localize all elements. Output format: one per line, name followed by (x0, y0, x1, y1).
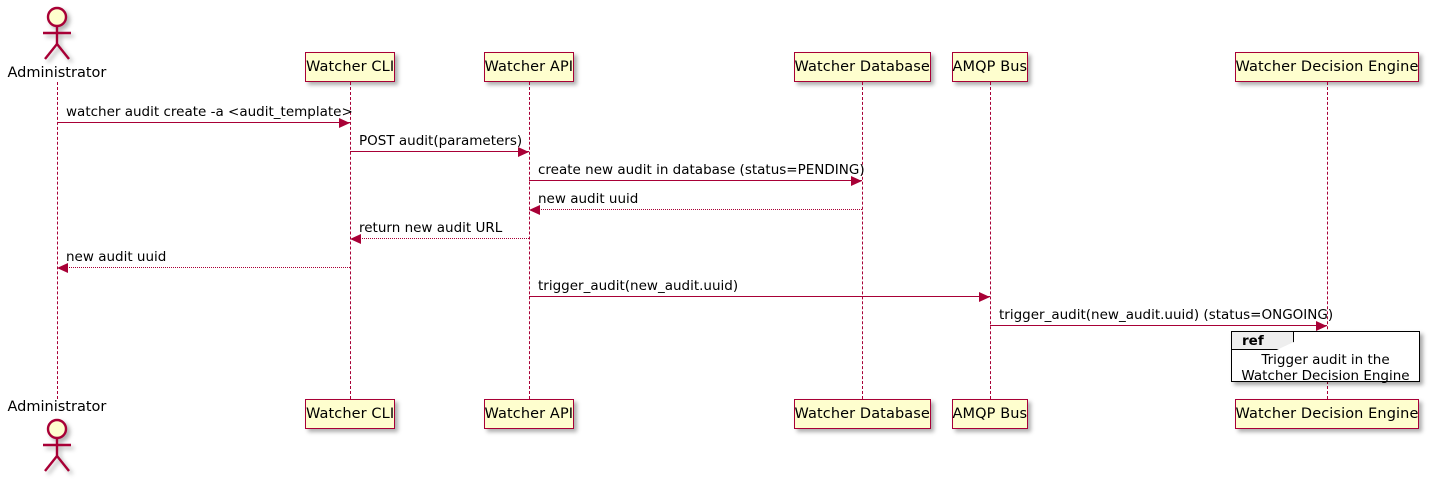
participant-amqp-bus-bottom[interactable]: AMQP Bus (951, 399, 1029, 429)
participant-decision-engine-top[interactable]: Watcher Decision Engine (1234, 52, 1420, 82)
participant-decision-engine-bottom[interactable]: Watcher Decision Engine (1234, 399, 1420, 429)
participant-watcher-api-top[interactable]: Watcher API (483, 52, 575, 82)
lifeline-administrator (57, 82, 58, 399)
message-label-2: create new audit in database (status=PEN… (538, 162, 865, 178)
message-label-5: new audit uuid (66, 249, 167, 265)
message-line-5 (57, 267, 350, 268)
lifeline-amqp-bus (990, 82, 991, 399)
participant-amqp-bus-top[interactable]: AMQP Bus (951, 52, 1029, 82)
message-label-1: POST audit(parameters) (359, 133, 523, 149)
message-line-6 (529, 296, 990, 297)
message-arrowhead-1 (518, 147, 529, 157)
ref-fragment-line: Watcher Decision Engine (1241, 368, 1410, 384)
message-arrowhead-2 (851, 176, 862, 186)
message-label-0: watcher audit create -a <audit_template> (66, 104, 353, 120)
message-arrowhead-3 (529, 205, 540, 215)
ref-fragment-tab: ref (1232, 332, 1294, 350)
message-label-4: return new audit URL (359, 220, 503, 236)
message-label-7: trigger_audit(new_audit.uuid) (status=ON… (999, 307, 1334, 323)
actor-label-administrator: Administrator (7, 399, 107, 415)
stick-figure-icon (43, 418, 71, 472)
actor-administrator (37, 418, 77, 472)
message-arrowhead-5 (57, 263, 68, 273)
message-line-4 (350, 238, 529, 239)
message-arrowhead-6 (979, 292, 990, 302)
message-line-7 (990, 325, 1327, 326)
lifeline-decision-engine (1327, 82, 1328, 399)
message-arrowhead-7 (1316, 321, 1327, 331)
message-arrowhead-4 (350, 234, 361, 244)
participant-watcher-api-bottom[interactable]: Watcher API (483, 399, 575, 429)
message-arrowhead-0 (339, 118, 350, 128)
message-label-6: trigger_audit(new_audit.uuid) (538, 278, 739, 294)
message-line-0 (57, 122, 350, 123)
message-line-3 (529, 209, 862, 210)
participant-watcher-cli-bottom[interactable]: Watcher CLI (305, 399, 396, 429)
message-line-1 (350, 151, 529, 152)
actor-label-administrator: Administrator (7, 65, 107, 81)
lifeline-watcher-api (529, 82, 530, 399)
participant-watcher-database-bottom[interactable]: Watcher Database (793, 399, 931, 429)
participant-watcher-database-top[interactable]: Watcher Database (793, 52, 931, 82)
ref-fragment-line: Trigger audit in the (1261, 352, 1390, 368)
lifeline-watcher-database (862, 82, 863, 399)
message-line-2 (529, 180, 862, 181)
participant-watcher-cli-top[interactable]: Watcher CLI (305, 52, 396, 82)
actor-administrator (37, 6, 77, 60)
stick-figure-icon (43, 6, 71, 60)
message-label-3: new audit uuid (538, 191, 639, 207)
